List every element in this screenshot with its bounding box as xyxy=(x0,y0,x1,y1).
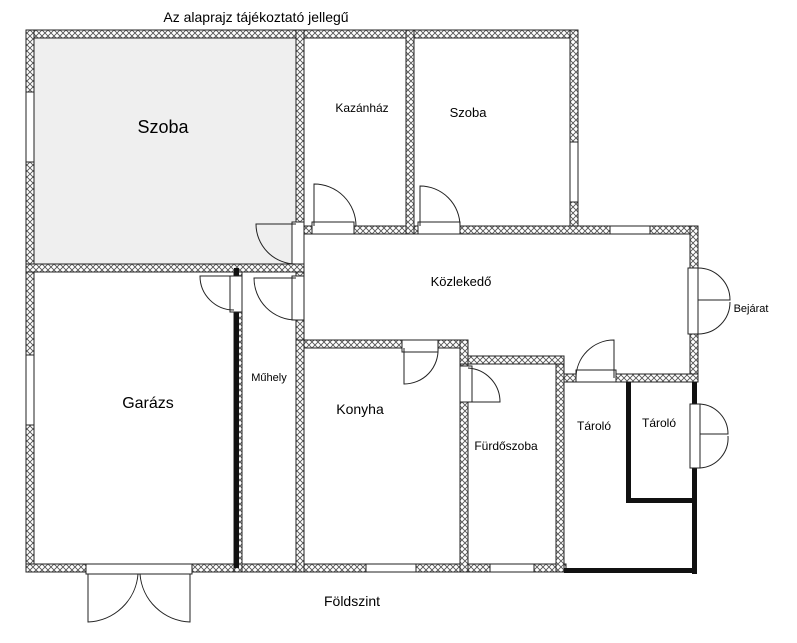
floor-label: Földszint xyxy=(324,593,380,609)
room-label-kozlekedo: Közlekedő xyxy=(431,274,492,289)
room-label-szoba-small: Szoba xyxy=(450,105,488,120)
plan-title: Az alaprajz tájékoztató jellegű xyxy=(163,9,348,25)
doors xyxy=(85,183,731,623)
room-label-konyha: Konyha xyxy=(336,401,384,417)
walls xyxy=(25,29,699,573)
room-label-kazanhaz: Kazánház xyxy=(335,101,388,115)
room-label-furdoszoba: Fürdőszoba xyxy=(474,439,538,453)
room-label-garazs: Garázs xyxy=(122,395,174,412)
room-label-bejarat: Bejárat xyxy=(734,303,769,315)
room-label-szoba-large: Szoba xyxy=(137,117,189,137)
room-label-tarolo-1: Tároló xyxy=(577,419,611,433)
room-szoba-large-fill xyxy=(34,38,296,264)
room-label-muhely: Műhely xyxy=(251,372,287,384)
solid-walls xyxy=(234,268,697,574)
room-label-tarolo-2: Tároló xyxy=(642,416,676,430)
